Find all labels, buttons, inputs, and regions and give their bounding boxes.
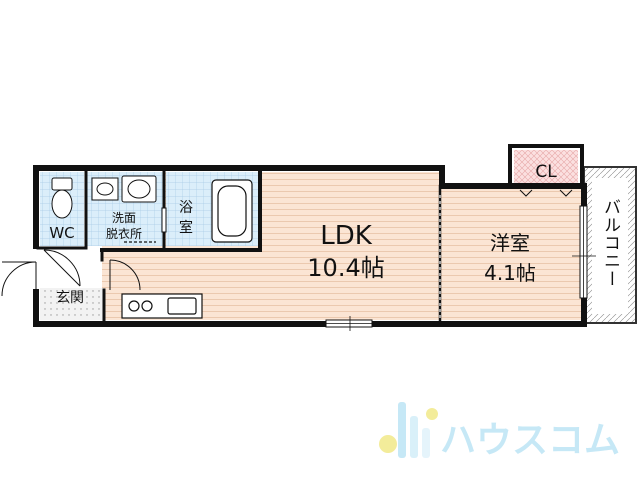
western-room-size: 4.1帖 [484, 261, 536, 285]
ldk-door [109, 259, 141, 291]
western-room-label: 洋室 [490, 231, 530, 255]
washbasin [91, 177, 119, 201]
bath-label-line2: 室 [179, 219, 193, 236]
entrance-door [1, 261, 37, 297]
toilet [51, 177, 73, 219]
western-room-floor [442, 188, 582, 320]
watermark-logo: ハウスコム [379, 402, 620, 461]
window [572, 205, 596, 299]
balcony-label: バルコニー [600, 198, 620, 288]
washroom-label-line1: 洗面 [112, 211, 136, 225]
entrance-label: 玄関 [56, 289, 84, 306]
wc-label: WC [49, 224, 74, 242]
balcony [583, 166, 637, 324]
closet-doors [516, 185, 576, 197]
ldk-label: LDK [320, 221, 373, 251]
entrance-floor [40, 288, 104, 320]
wc-door [43, 249, 81, 287]
washroom-label-line2: 脱衣所 [106, 226, 142, 241]
bathtub [211, 179, 253, 243]
watermark-brand: ハウスコム [440, 420, 620, 461]
bath-label-line1: 浴 [179, 200, 193, 216]
ldk-size: 10.4帖 [307, 254, 384, 282]
kitchen-counter [121, 293, 203, 319]
washing-machine [121, 175, 157, 203]
window [325, 316, 373, 331]
bath-door [161, 207, 167, 233]
closet-floor [514, 150, 578, 186]
logo-mark [379, 402, 438, 458]
closet-label: CL [535, 162, 557, 182]
